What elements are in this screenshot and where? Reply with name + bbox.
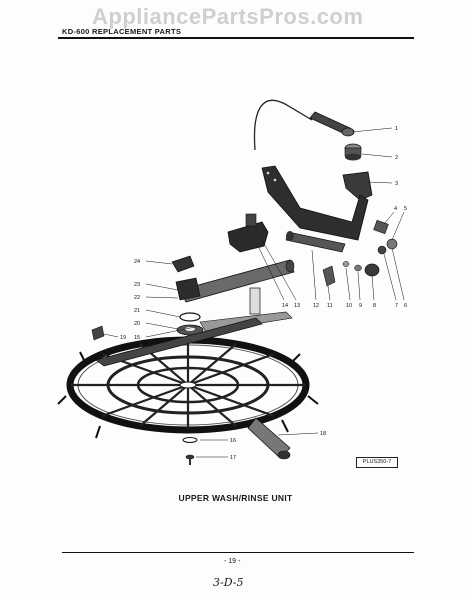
leader-lines: [103, 127, 405, 458]
callout-6: 6: [404, 303, 407, 309]
callout-9: 9: [359, 303, 362, 309]
callout-2: 2: [395, 155, 398, 161]
part-11-clip: [322, 265, 336, 287]
callout-19: 19: [120, 335, 126, 341]
part-21-ring: [179, 312, 201, 322]
callout-23: 23: [134, 282, 140, 288]
callout-15: 15: [134, 335, 140, 341]
part-2-nut: [344, 143, 362, 161]
callout-14: 14: [282, 303, 288, 309]
part-16-washer: [182, 437, 198, 443]
spray-rack: [57, 317, 319, 439]
reference-code: PLUS350-7: [356, 457, 398, 468]
part-24-block: [171, 255, 195, 273]
callout-24: 24: [134, 259, 140, 265]
callout-4: 4: [394, 206, 397, 212]
callout-labels: 1 2 3 4 5 6 7 8 9 10 11 12 13 14 15 16 1…: [120, 126, 407, 461]
handwritten-note: 3-D-5: [213, 576, 244, 589]
page-number: - 19 -: [224, 558, 241, 565]
callout-20: 20: [134, 321, 140, 327]
header-label: KD-600 REPLACEMENT PARTS: [62, 27, 182, 36]
callout-10: 10: [346, 303, 352, 309]
callout-8: 8: [373, 303, 376, 309]
header-rule: [58, 37, 414, 39]
support-arm: [261, 165, 369, 241]
nut-cluster: [342, 261, 380, 277]
footer-rule: [62, 552, 414, 553]
callout-18: 18: [320, 431, 326, 437]
callout-11: 11: [327, 303, 333, 309]
callout-1: 1: [395, 126, 398, 132]
part-17-screw: [185, 454, 195, 465]
callout-12: 12: [313, 303, 319, 309]
figure-caption: UPPER WASH/RINSE UNIT: [178, 493, 293, 503]
spray-arm-pipe: [285, 231, 346, 253]
center-post: [249, 287, 261, 315]
callout-22: 22: [134, 295, 140, 301]
callout-7: 7: [395, 303, 398, 309]
callout-5: 5: [404, 206, 407, 212]
part-1-tube: [309, 111, 355, 137]
watermark: AppliancePartsPros.com: [92, 4, 364, 29]
supply-tube: [253, 99, 313, 151]
callout-16: 16: [230, 438, 236, 444]
callout-21: 21: [134, 308, 140, 314]
part-3-elbow: [342, 171, 373, 201]
callout-17: 17: [230, 455, 236, 461]
spray-tube-assembly: [175, 259, 295, 303]
callout-3: 3: [395, 181, 398, 187]
callout-13: 13: [294, 303, 300, 309]
upper-bracket: [227, 213, 269, 253]
part-19-clip: [91, 325, 105, 341]
